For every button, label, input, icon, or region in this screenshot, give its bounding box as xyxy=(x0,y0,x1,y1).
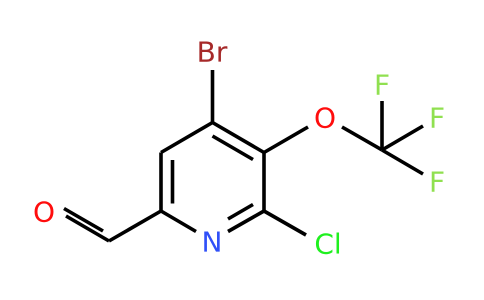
atom-f1: F xyxy=(374,69,390,102)
bond-c6-n xyxy=(160,209,197,234)
bonds xyxy=(63,70,424,243)
bond-c3-o xyxy=(263,125,309,155)
atom-o-aldehyde: O xyxy=(33,196,55,229)
atom-f2: F xyxy=(429,102,445,135)
bond-n-c2 xyxy=(227,209,265,234)
atom-o-ether: O xyxy=(314,102,336,135)
bond-n-c2-inner xyxy=(227,202,254,221)
atom-cl: Cl xyxy=(314,228,341,261)
bond-cho-o-inner xyxy=(63,206,104,233)
atom-labels: Br O F F F O N Cl xyxy=(33,36,445,261)
bond-cf3-f2 xyxy=(381,124,424,152)
bond-cf3-f3 xyxy=(381,148,424,176)
atom-br: Br xyxy=(197,36,228,69)
bond-c6-cho xyxy=(108,209,162,243)
bond-c4-c5 xyxy=(160,120,214,155)
bond-c3-c4-outer xyxy=(211,120,265,155)
bond-c3-c4-inner xyxy=(211,134,254,162)
atom-n: N xyxy=(202,226,223,259)
bond-cho-o-outer xyxy=(65,214,110,243)
bond-o-cf3 xyxy=(341,125,383,152)
bond-c2-cl xyxy=(263,209,307,237)
atom-f3: F xyxy=(429,166,445,199)
